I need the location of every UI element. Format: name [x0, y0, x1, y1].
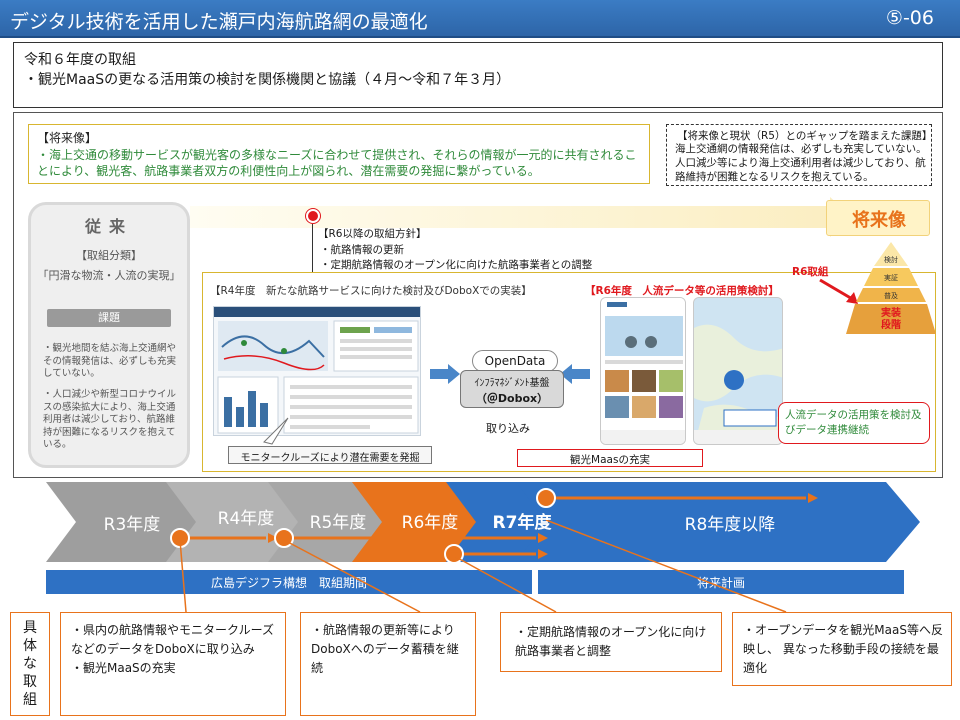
app-screen-image: [601, 298, 685, 444]
maas-label-box: 観光Maasの充実: [517, 449, 703, 467]
callout-r4-text: ・県内の航路情報やモニタークルーズ などのデータをDoboXに取り込み ・観光M…: [71, 623, 275, 675]
category-value: 「円滑な物流・人流の実現」: [37, 269, 181, 282]
r6-torikumi-label: R6取組: [792, 266, 829, 278]
gap-title: 【将来像と現状（R5）とのギャップを踏まえた課題】: [677, 130, 933, 142]
policy-item: ・定期航路情報のオープン化に向けた航路事業者との調整: [320, 259, 593, 271]
infra-platform-box: ｲﾝﾌﾗﾏﾈｼﾞﾒﾝﾄ基盤 （＠Dobox）: [460, 370, 564, 408]
milestone-dot: [536, 488, 556, 508]
conventional-panel: 従来 【取組分類】 「円滑な物流・人流の実現」 課題 ・観光地間を結ぶ海上交通網…: [28, 202, 190, 468]
open-data-pill: OpenData: [472, 350, 558, 372]
callout-r6: ・定期航路情報のオープン化に向け航路事業者と調整: [500, 612, 722, 672]
callout-r5-text: ・航路情報の更新等によりDoboXへのデータ蓄積を継続: [311, 623, 459, 675]
marker-line: [312, 224, 313, 274]
future-plan-bar: 将来計画: [538, 570, 904, 594]
policy-title: 【R6以降の取組方針】: [318, 228, 427, 240]
future-badge-label: 将来像: [852, 210, 906, 231]
year-r6: R6年度: [402, 513, 459, 533]
maas-app-screenshot: [600, 297, 686, 445]
dashboard-image: [214, 307, 420, 434]
page-number: ⑤-06: [885, 7, 934, 29]
header-bar: デジタル技術を活用した瀬戸内海航路網の最適化 ⑤-06: [0, 0, 960, 38]
future-plan-label: 将来計画: [696, 576, 745, 590]
infra-label: ｲﾝﾌﾗﾏﾈｼﾞﾒﾝﾄ基盤: [474, 378, 550, 389]
maas-label: 観光Maasの充実: [570, 454, 650, 466]
callout-r5: ・航路情報の更新等によりDoboXへのデータ蓄積を継続: [300, 612, 476, 716]
callout-connectors: [179, 520, 787, 613]
initiative-period-label: 広島デジフラ構想 取組期間: [210, 576, 367, 590]
callout-r6-text: ・定期航路情報のオープン化に向け航路事業者と調整: [515, 625, 707, 658]
pyramid-level-2: 実証: [884, 273, 898, 282]
flow-data-box: 人流データの活用策を検討及びデータ連携継続: [778, 402, 930, 444]
concrete-initiatives-label-box: 具体な取組: [10, 612, 50, 716]
timeline: R3年度 R4年度 R5年度 R6年度 R7年度 R8年度以降: [46, 482, 920, 564]
open-data-label: OpenData: [484, 354, 546, 368]
ingest-label: 取り込み: [486, 422, 530, 435]
vision-text: ・海上交通の移動サービスが観光客の多様なニーズに合わせて提供され、それらの情報が…: [37, 148, 637, 178]
arrow-right-icon: [430, 364, 460, 384]
concrete-initiatives-label: 具体な取組: [23, 620, 37, 708]
stage-pyramid: 検討 実証 普及 実装段階: [846, 242, 936, 334]
current-position-marker: [306, 209, 320, 223]
gap-text: 海上交通網の情報発信は、必ずしも充実していない。人口減少等により海上交通利用者は…: [675, 143, 927, 183]
year-r8-later: R8年度以降: [685, 515, 776, 535]
progress-arrow-band: [190, 206, 830, 228]
year-r7: R7年度: [493, 512, 553, 533]
monitor-pointer-icon: [263, 417, 289, 445]
r6-section-title: 【R6年度 人流データ等の活用策検討】: [585, 285, 779, 297]
r4-section-title: 【R4年度 新たな航路サービスに向けた検討及びDoboXでの実装】: [210, 285, 532, 297]
r6-pointer-arrow-icon: [819, 278, 858, 304]
pyramid-level-3: 普及: [884, 291, 898, 300]
initiatives-item: ・観光MaaSの更なる活用策の検討を関係機関と協議（４月～令和７年３月）: [24, 72, 511, 88]
arrow-left-icon: [560, 364, 590, 384]
category-title: 【取組分類】: [76, 249, 142, 262]
year-r5: R5年度: [310, 513, 367, 533]
issue-label: 課題: [47, 309, 171, 327]
vision-title: 【将来像】: [37, 131, 98, 145]
callout-r8: ・オープンデータを観光MaaS等へ反映し、 異なった移動手段の接続を最適化: [732, 612, 952, 686]
monitor-cruise-label-box: モニタークルーズにより潜在需要を発掘: [228, 446, 432, 464]
year-r4: R4年度: [218, 509, 275, 529]
initiative-period-bar: 広島デジフラ構想 取組期間: [46, 570, 532, 594]
r4-dashboard-screenshot: [213, 306, 421, 436]
map-screen-image: [694, 298, 782, 444]
callout-r8-text: ・オープンデータを観光MaaS等へ反映し、 異なった移動手段の接続を最適化: [743, 623, 943, 675]
vision-box: 【将来像】 ・海上交通の移動サービスが観光客の多様なニーズに合わせて提供され、そ…: [28, 124, 650, 184]
callout-r4: ・県内の航路情報やモニタークルーズ などのデータをDoboXに取り込み ・観光M…: [60, 612, 286, 716]
year-r3: R3年度: [104, 515, 161, 535]
issue-item: ・観光地間を結ぶ海上交通網やその情報発信は、必ずしも充実していない。: [43, 343, 177, 379]
initiatives-box: 令和６年度の取組 ・観光MaaSの更なる活用策の検討を関係機関と協議（４月～令和…: [13, 42, 943, 108]
dobox-label: （＠Dobox）: [475, 392, 549, 405]
page-title: デジタル技術を活用した瀬戸内海航路網の最適化: [10, 11, 428, 33]
pyramid-level-1: 検討: [884, 255, 898, 264]
initiatives-heading: 令和６年度の取組: [24, 52, 136, 68]
pyramid-level-4: 実装段階: [881, 306, 901, 331]
monitor-cruise-label: モニタークルーズにより潜在需要を発掘: [240, 453, 420, 464]
issue-item: ・人口減少や新型コロナウイルスの感染拡大により、海上交通利用者は減少しており、航…: [43, 389, 177, 450]
policy-item: ・航路情報の更新: [320, 244, 404, 256]
gap-issues-box: 【将来像と現状（R5）とのギャップを踏まえた課題】 海上交通網の情報発信は、必ず…: [666, 124, 932, 186]
future-badge: 将来像: [826, 200, 930, 236]
map-app-screenshot: [693, 297, 783, 445]
conventional-title: 従来: [84, 217, 133, 236]
flow-data-text: 人流データの活用策を検討及びデータ連携継続: [785, 409, 922, 436]
